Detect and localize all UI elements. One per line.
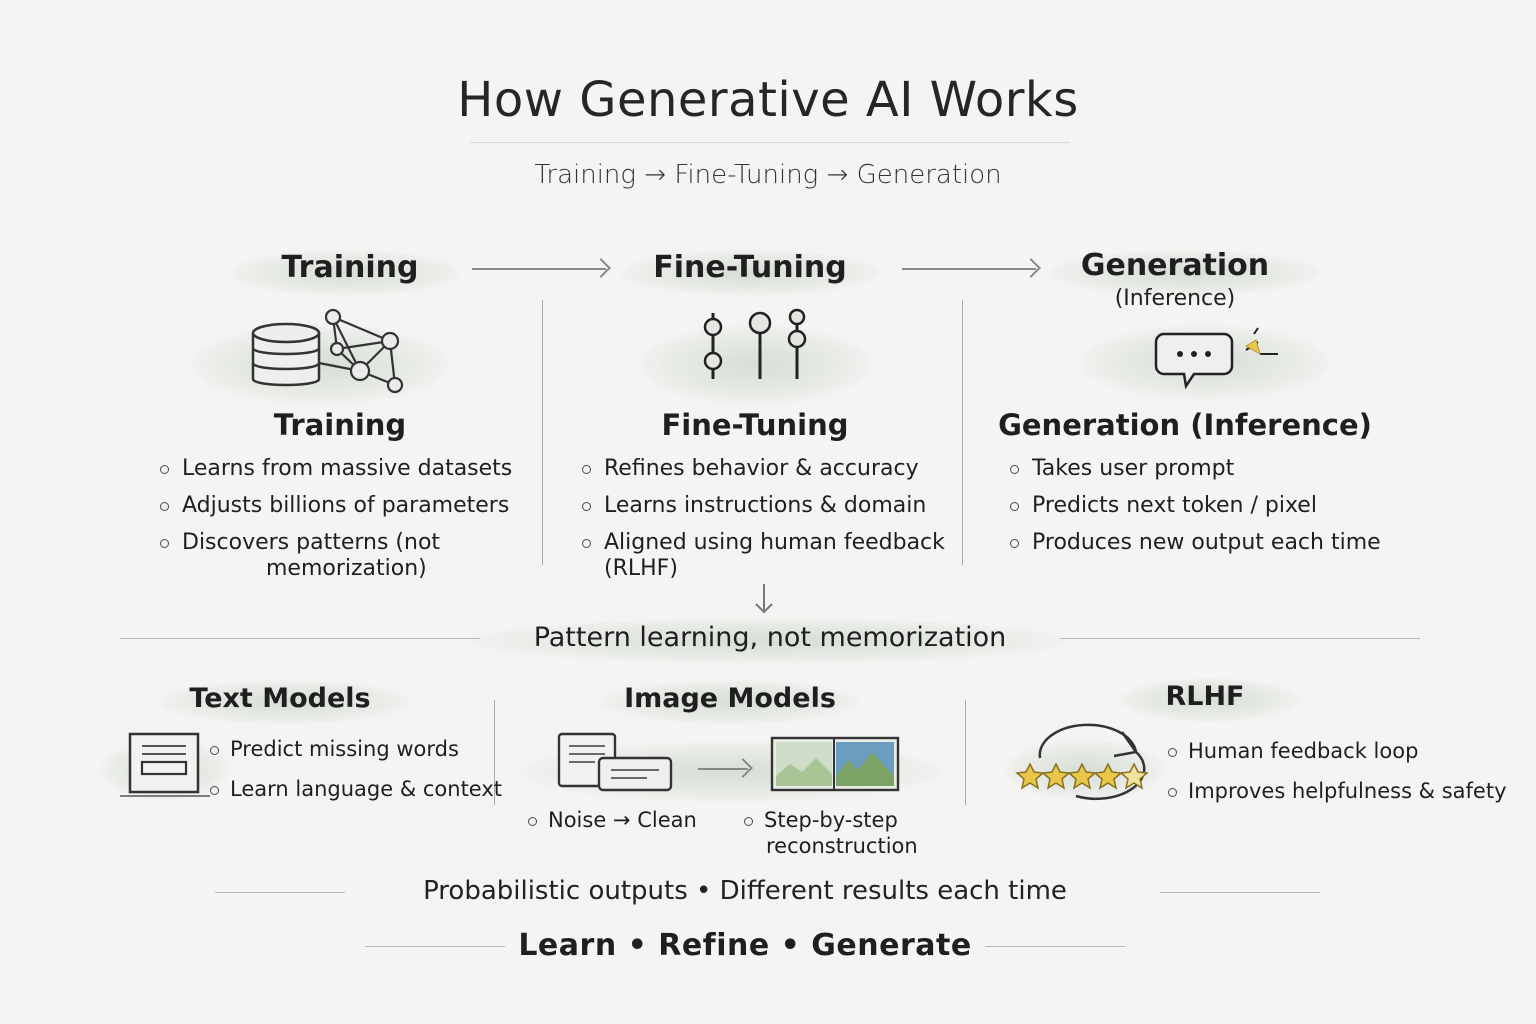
- list-item: Predicts next token / pixel: [1010, 487, 1430, 524]
- wash-pattern-note: [470, 618, 1070, 664]
- list-item: Noise → Clean: [528, 800, 728, 840]
- noise-to-clean-arrow: [698, 768, 748, 770]
- flow-arrow-2: [902, 268, 1036, 270]
- chat-bubble-icon: [1154, 327, 1278, 390]
- document-icon: [120, 732, 210, 797]
- wash-image-models: [600, 680, 860, 724]
- down-arrow-icon: [755, 584, 773, 614]
- stage-header-generation-sub: (Inference): [1114, 286, 1236, 311]
- landscape-image-icon: [770, 736, 900, 792]
- training-bullets: Learns from massive datasets Adjusts bil…: [160, 450, 540, 561]
- section-title-generation: Generation (Inference): [998, 408, 1372, 442]
- wash-text-models: [160, 680, 410, 724]
- footer-rule-right-2: [985, 946, 1125, 947]
- flow-arrow-1: [472, 268, 606, 270]
- text-cards-icon: [557, 732, 673, 792]
- pattern-note: Pattern learning, not memorization: [533, 622, 1007, 653]
- wash-finetune-header: [620, 250, 880, 296]
- footer-line-2: Learn • Refine • Generate: [518, 928, 972, 963]
- image-models-bullet-1: Noise → Clean: [528, 800, 728, 840]
- wash-generation-header: [1050, 250, 1320, 296]
- footer-line-1: Probabilistic outputs • Different result…: [423, 876, 1067, 906]
- wash-rlhf: [1120, 678, 1300, 722]
- text-models-bullets: Predict missing words Learn language & c…: [210, 729, 502, 809]
- generation-bullets: Takes user prompt Predicts next token / …: [1010, 450, 1430, 561]
- footer-rule-right-1: [1160, 892, 1320, 893]
- wash-training-header: [230, 250, 460, 296]
- wash-finetune-icon: [640, 325, 870, 405]
- section-title-training: Training: [273, 408, 407, 442]
- list-item: Step-by-step: [744, 800, 964, 840]
- list-item: Discovers patterns (not: [160, 524, 540, 561]
- image-models-title: Image Models: [624, 683, 836, 714]
- section-title-finetuning: Fine-Tuning: [661, 408, 849, 442]
- footer-rule-left-2: [365, 946, 505, 947]
- database-network-icon: [251, 308, 404, 394]
- list-item: Human feedback loop: [1168, 731, 1528, 771]
- stage-header-generation: Generation: [1080, 248, 1270, 283]
- pattern-rule-right: [1060, 638, 1420, 639]
- stage-header-finetuning: Fine-Tuning: [653, 250, 847, 285]
- title-divider: [470, 142, 1070, 143]
- list-item: Learn language & context: [210, 769, 502, 809]
- column-divider-2: [962, 300, 963, 565]
- finetuning-bullets: Refines behavior & accuracy Learns instr…: [582, 450, 962, 561]
- list-item: Improves helpfulness & safety: [1168, 771, 1528, 811]
- sliders-icon: [703, 308, 807, 379]
- image-bullet-continuation: reconstruction: [766, 834, 918, 858]
- pattern-rule-left: [120, 638, 480, 639]
- list-item: Adjusts billions of parameters: [160, 487, 540, 524]
- list-item: Refines behavior & accuracy: [582, 450, 962, 487]
- training-bullet-continuation: memorization): [266, 556, 427, 581]
- model-divider-2: [965, 700, 966, 805]
- page-subtitle: Training → Fine-Tuning → Generation: [534, 160, 1002, 190]
- text-models-title: Text Models: [189, 683, 371, 714]
- image-models-bullet-2: Step-by-step: [744, 800, 964, 840]
- rlhf-title: RLHF: [1165, 681, 1245, 712]
- list-item: Takes user prompt: [1010, 450, 1430, 487]
- star-rating-loop-icon: [1015, 723, 1149, 801]
- page-title: How Generative AI Works: [457, 72, 1079, 128]
- list-item: Learns from massive datasets: [160, 450, 540, 487]
- finetuning-bullet-continuation: (RLHF): [604, 556, 678, 581]
- stage-header-training: Training: [281, 250, 419, 285]
- footer-rule-left-1: [215, 892, 345, 893]
- list-item: Produces new output each time: [1010, 524, 1430, 561]
- list-item: Predict missing words: [210, 729, 495, 769]
- list-item: Aligned using human feedback: [582, 524, 962, 561]
- rlhf-bullets: Human feedback loop Improves helpfulness…: [1168, 731, 1528, 811]
- column-divider-1: [542, 300, 543, 565]
- list-item: Learns instructions & domain: [582, 487, 962, 524]
- model-divider-1: [494, 700, 495, 805]
